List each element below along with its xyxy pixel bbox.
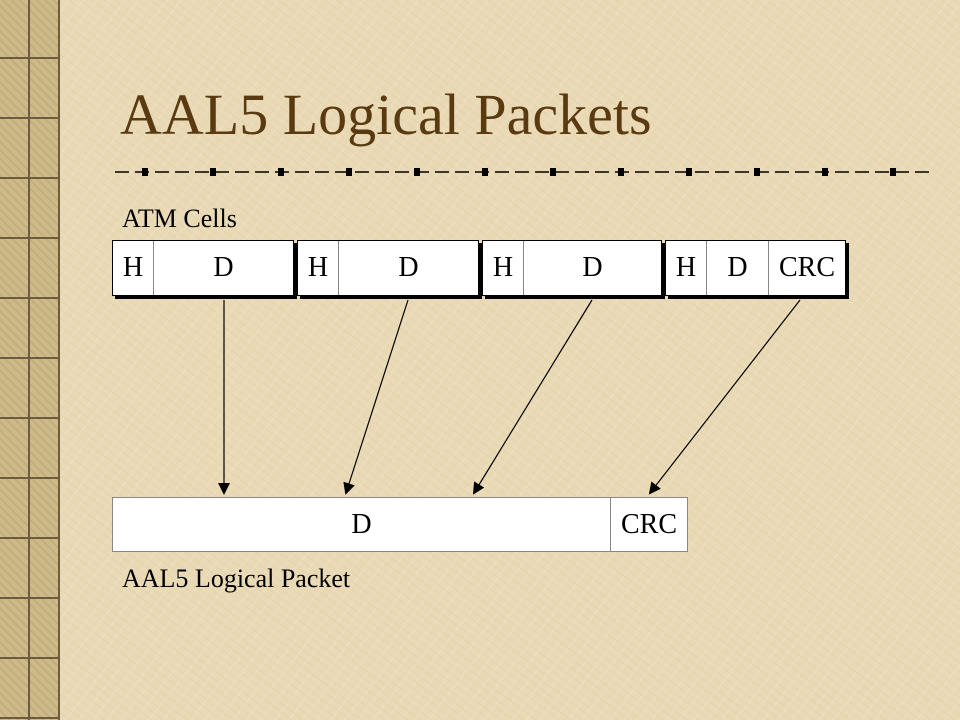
atm-cell: H D — [112, 240, 294, 296]
cell-data: D — [523, 241, 661, 295]
cell-header: H — [675, 252, 697, 283]
cell-header: H — [122, 252, 144, 283]
arrow-cell3 — [472, 299, 593, 495]
cell-header: H — [492, 252, 514, 283]
atm-cell: H D — [297, 240, 479, 296]
title-divider — [115, 168, 935, 176]
aal5-logical-packet: D CRC — [112, 497, 688, 552]
slide-title: AAL5 Logical Packets — [120, 82, 652, 147]
arrow-crc — [648, 299, 801, 495]
cell-header: H — [307, 252, 329, 283]
atm-cell: H D — [482, 240, 662, 296]
decorative-side-strip — [0, 0, 60, 720]
packet-data: D — [351, 508, 372, 540]
cell-data: D — [706, 241, 768, 295]
atm-cell: H D CRC — [665, 240, 846, 296]
arrow-cell2 — [343, 299, 409, 495]
logical-packet-label: AAL5 Logical Packet — [122, 564, 351, 593]
atm-cells-label: ATM Cells — [122, 204, 237, 233]
cell-data: D — [153, 241, 293, 295]
cell-crc: CRC — [768, 241, 845, 295]
packet-crc: CRC — [610, 498, 687, 551]
cell-data: D — [338, 241, 478, 295]
